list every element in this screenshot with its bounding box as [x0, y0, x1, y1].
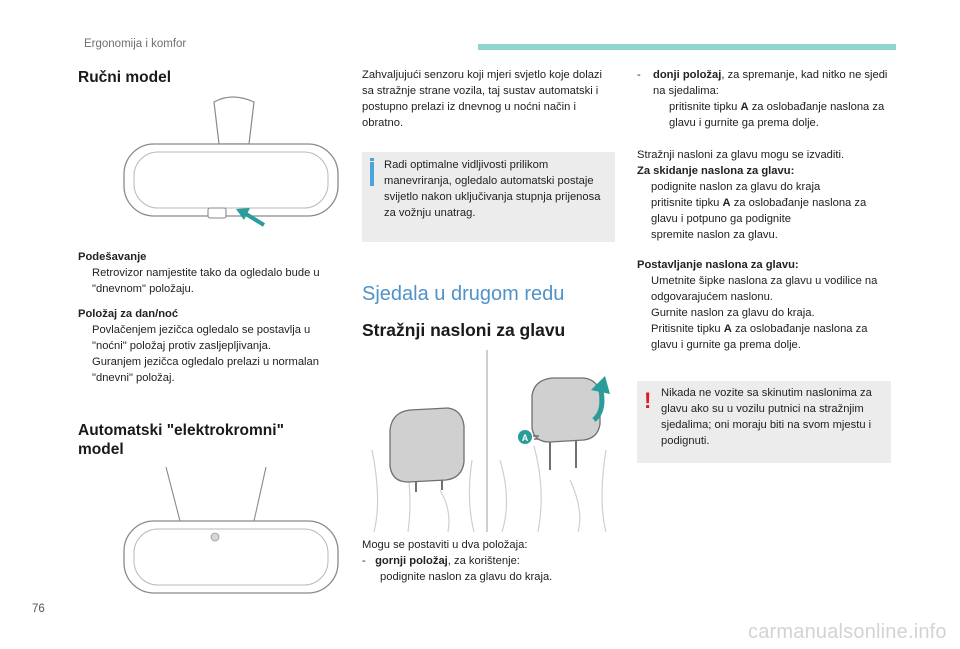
remove-list: podignite naslon za glavu do kraja priti… — [637, 179, 893, 243]
info-icon — [370, 162, 374, 186]
daynight-list: Povlačenjem jezičca ogledalo se postavlj… — [78, 322, 346, 386]
list-item: Povlačenjem jezičca ogledalo se postavlj… — [92, 324, 311, 352]
mount-line-right — [253, 466, 267, 522]
page-number: 76 — [32, 603, 45, 615]
upper-step: podignite naslon za glavu do kraja. — [380, 571, 553, 583]
warning-text: Nikada ne vozite sa skinutim naslonima z… — [661, 387, 872, 447]
mirror-frame — [123, 143, 339, 217]
install-list: Umetnite šipke naslona za glavu u vodili… — [637, 273, 893, 353]
light-sensor-icon — [210, 532, 220, 542]
pull-arrow-shaft — [244, 212, 266, 227]
headrest-title: Stražnji nasloni za glavu — [362, 320, 566, 340]
list-item: Retrovizor namjestite tako da ogledalo b… — [92, 267, 320, 295]
daynight-label: Položaj za dan/noć — [78, 308, 179, 320]
button-a-label: A — [522, 433, 529, 443]
removable-text: Stražnji nasloni za glavu mogu se izvadi… — [637, 149, 845, 161]
info-icon-dot — [370, 158, 374, 161]
watermark: carmanualsonline.info — [748, 621, 947, 643]
manual-model-title: Ručni model — [78, 69, 172, 86]
pull-arrow-icon — [236, 208, 250, 220]
running-header: Ergonomija i komfor — [84, 38, 187, 50]
headrest-illustration: A — [362, 350, 615, 532]
adjust-list: Retrovizor namjestite tako da ogledalo b… — [78, 265, 346, 297]
warning-box: ! Nikada ne vozite sa skinutim naslonima… — [637, 381, 891, 463]
header-accent-bar — [478, 44, 896, 50]
info-box: Radi optimalne vidljivosti prilikom mane… — [362, 152, 615, 242]
button-a-badge — [518, 430, 532, 444]
section-title: Sjedala u drugom redu — [362, 283, 565, 305]
adjust-label: Podešavanje — [78, 251, 147, 263]
electrochromic-mirror-illustration — [123, 466, 339, 594]
seat-back-lines — [371, 441, 475, 532]
seat-back-lines — [499, 445, 607, 532]
dash: - — [362, 555, 366, 567]
headrest-lower — [389, 407, 465, 483]
upper-label: gornji položaj — [375, 555, 448, 567]
lower-position-line: - donji položaj, za spremanje, kad nitko… — [637, 69, 888, 129]
warning-icon: ! — [644, 388, 652, 413]
manual-mirror-illustration — [123, 96, 339, 227]
remove-label: Za skidanje naslona za glavu: — [637, 165, 795, 177]
list-item: spremite naslon za glavu. — [651, 229, 778, 241]
auto-model-title: Automatski "elektrokromni" model — [78, 422, 284, 458]
list-item: pritisnite tipku A za oslobađanje naslon… — [651, 197, 867, 225]
mirror-frame — [123, 520, 339, 594]
headrest-upper — [531, 377, 601, 443]
list-item: podignite naslon za glavu do kraja — [651, 181, 821, 193]
install-label: Postavljanje naslona za glavu: — [637, 259, 799, 271]
list-item: Guranjem jezičca ogledalo prelazi u norm… — [92, 356, 319, 384]
mount-line-left — [165, 466, 181, 522]
dash: - — [637, 69, 641, 81]
lower-label: donji položaj — [653, 69, 722, 81]
list-item: Umetnite šipke naslona za glavu u vodili… — [651, 275, 878, 303]
list-item: Pritisnite tipku A za oslobađanje naslon… — [651, 323, 868, 351]
positions-intro: Mogu se postaviti u dva položaja: — [362, 539, 528, 551]
mirror-mount — [213, 96, 255, 145]
release-button — [533, 435, 539, 440]
lift-arrow-icon — [591, 376, 610, 394]
mirror-tab — [207, 207, 227, 219]
upper-position-line: - gornji položaj, za korištenje: — [362, 555, 520, 567]
auto-intro-text: Zahvaljujući senzoru koji mjeri svjetlo … — [362, 69, 603, 129]
list-item: Gurnite naslon za glavu do kraja. — [651, 307, 815, 319]
info-text: Radi optimalne vidljivosti prilikom mane… — [384, 159, 601, 219]
mirror-glass — [133, 528, 329, 586]
mirror-glass — [133, 151, 329, 209]
